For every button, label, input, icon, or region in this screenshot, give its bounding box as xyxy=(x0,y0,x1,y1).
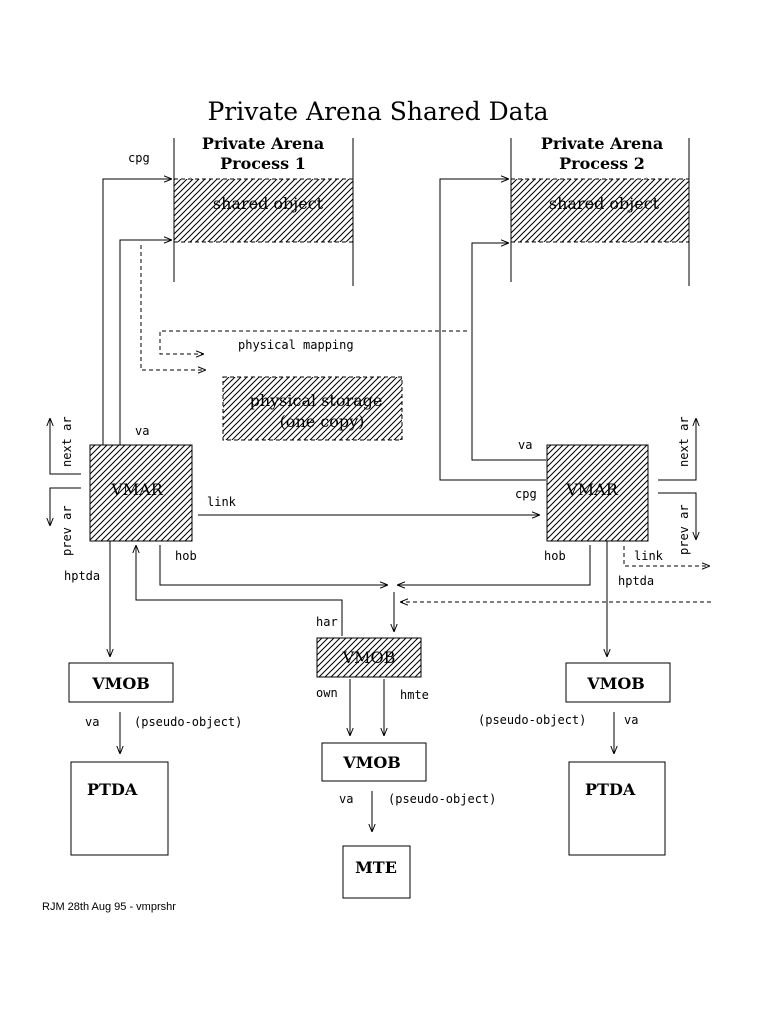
arena2-header-line1: Private Arena xyxy=(541,134,663,153)
va-label-vmob-right: va xyxy=(624,713,638,727)
next-ar-label-right: next ar xyxy=(677,416,691,467)
physical-storage-line1: physical storage xyxy=(250,391,383,410)
hob-label-left: hob xyxy=(175,549,197,563)
arena2-header-line2: Process 2 xyxy=(559,154,645,173)
vmob-box-center xyxy=(316,637,422,678)
hmte-label: hmte xyxy=(400,688,429,702)
va-label-vmob-bottom: va xyxy=(339,792,353,806)
cpg-arrow-left xyxy=(102,179,172,445)
arena2-shared-object-label: shared object xyxy=(549,194,660,213)
pseudo-object-label-right: (pseudo-object) xyxy=(478,713,586,727)
physical-storage-line2: (one copy) xyxy=(280,412,365,431)
footer-credit: RJM 28th Aug 95 - vmprshr xyxy=(42,901,176,913)
prev-ar-arrow-left xyxy=(50,487,81,526)
vmob-box-bottom xyxy=(321,742,427,782)
va-label-left: va xyxy=(135,424,149,438)
physical-mapping-arrow-upper xyxy=(159,330,467,354)
vmob-label-left: VMOB xyxy=(91,674,150,693)
vmar-box-left xyxy=(89,444,193,542)
link-label-right: link xyxy=(634,549,664,563)
next-ar-label-left: next ar xyxy=(60,416,74,467)
har-label: har xyxy=(316,615,338,629)
link-label: link xyxy=(207,495,237,509)
hob-arrow-right xyxy=(397,545,591,585)
arena1-header-line1: Private Arena xyxy=(202,134,324,153)
arena1-column xyxy=(173,138,354,286)
pseudo-object-label-bottom: (pseudo-object) xyxy=(388,792,496,806)
vmob-box-right xyxy=(565,662,671,703)
physical-storage-box xyxy=(222,376,403,441)
physical-mapping-label: physical mapping xyxy=(238,338,354,352)
cpg-label-right: cpg xyxy=(515,487,537,501)
own-label: own xyxy=(316,686,338,700)
hob-label-right: hob xyxy=(544,549,566,563)
next-ar-arrow-left xyxy=(50,418,81,475)
hptda-label-left: hptda xyxy=(64,569,100,583)
prev-ar-label-left: prev ar xyxy=(60,505,74,556)
ptda-box-right xyxy=(568,761,666,856)
ptda-label-left: PTDA xyxy=(87,780,138,799)
vmob-label-center: VMOB xyxy=(342,648,396,667)
link-arrow-right-dashed xyxy=(623,546,710,566)
hptda-label-right: hptda xyxy=(618,574,654,588)
prev-ar-arrow-right xyxy=(658,492,696,540)
hob-arrow-left xyxy=(159,545,388,585)
va-arrow-right xyxy=(471,243,546,461)
har-arrow xyxy=(136,545,343,636)
vmar-label-right: VMAR xyxy=(565,480,618,499)
prev-ar-label-right: prev ar xyxy=(677,504,691,555)
mte-box xyxy=(342,845,411,899)
va-label-right: va xyxy=(518,438,532,452)
cpg-arrow-right xyxy=(439,179,546,481)
physical-mapping-arrow-lower xyxy=(140,245,206,370)
vmob-label-right: VMOB xyxy=(586,674,645,693)
vmar-box-right xyxy=(546,444,649,542)
arena1-header-line2: Process 1 xyxy=(220,154,306,173)
vmob-box-left xyxy=(68,662,174,703)
ptda-label-right: PTDA xyxy=(585,780,636,799)
arena1-shared-object-label: shared object xyxy=(213,194,324,213)
diagram-title: Private Arena Shared Data xyxy=(207,97,548,126)
mte-label: MTE xyxy=(355,858,397,877)
vmob-label-bottom: VMOB xyxy=(342,753,401,772)
next-ar-arrow-right xyxy=(658,418,696,481)
pseudo-object-label-left: (pseudo-object) xyxy=(134,715,242,729)
va-label-vmob-left: va xyxy=(85,715,99,729)
cpg-label-left: cpg xyxy=(128,151,150,165)
arena2-column xyxy=(510,138,690,286)
vmar-label-left: VMAR xyxy=(110,480,163,499)
ptda-box-left xyxy=(70,761,169,856)
va-arrow-left xyxy=(119,240,172,445)
